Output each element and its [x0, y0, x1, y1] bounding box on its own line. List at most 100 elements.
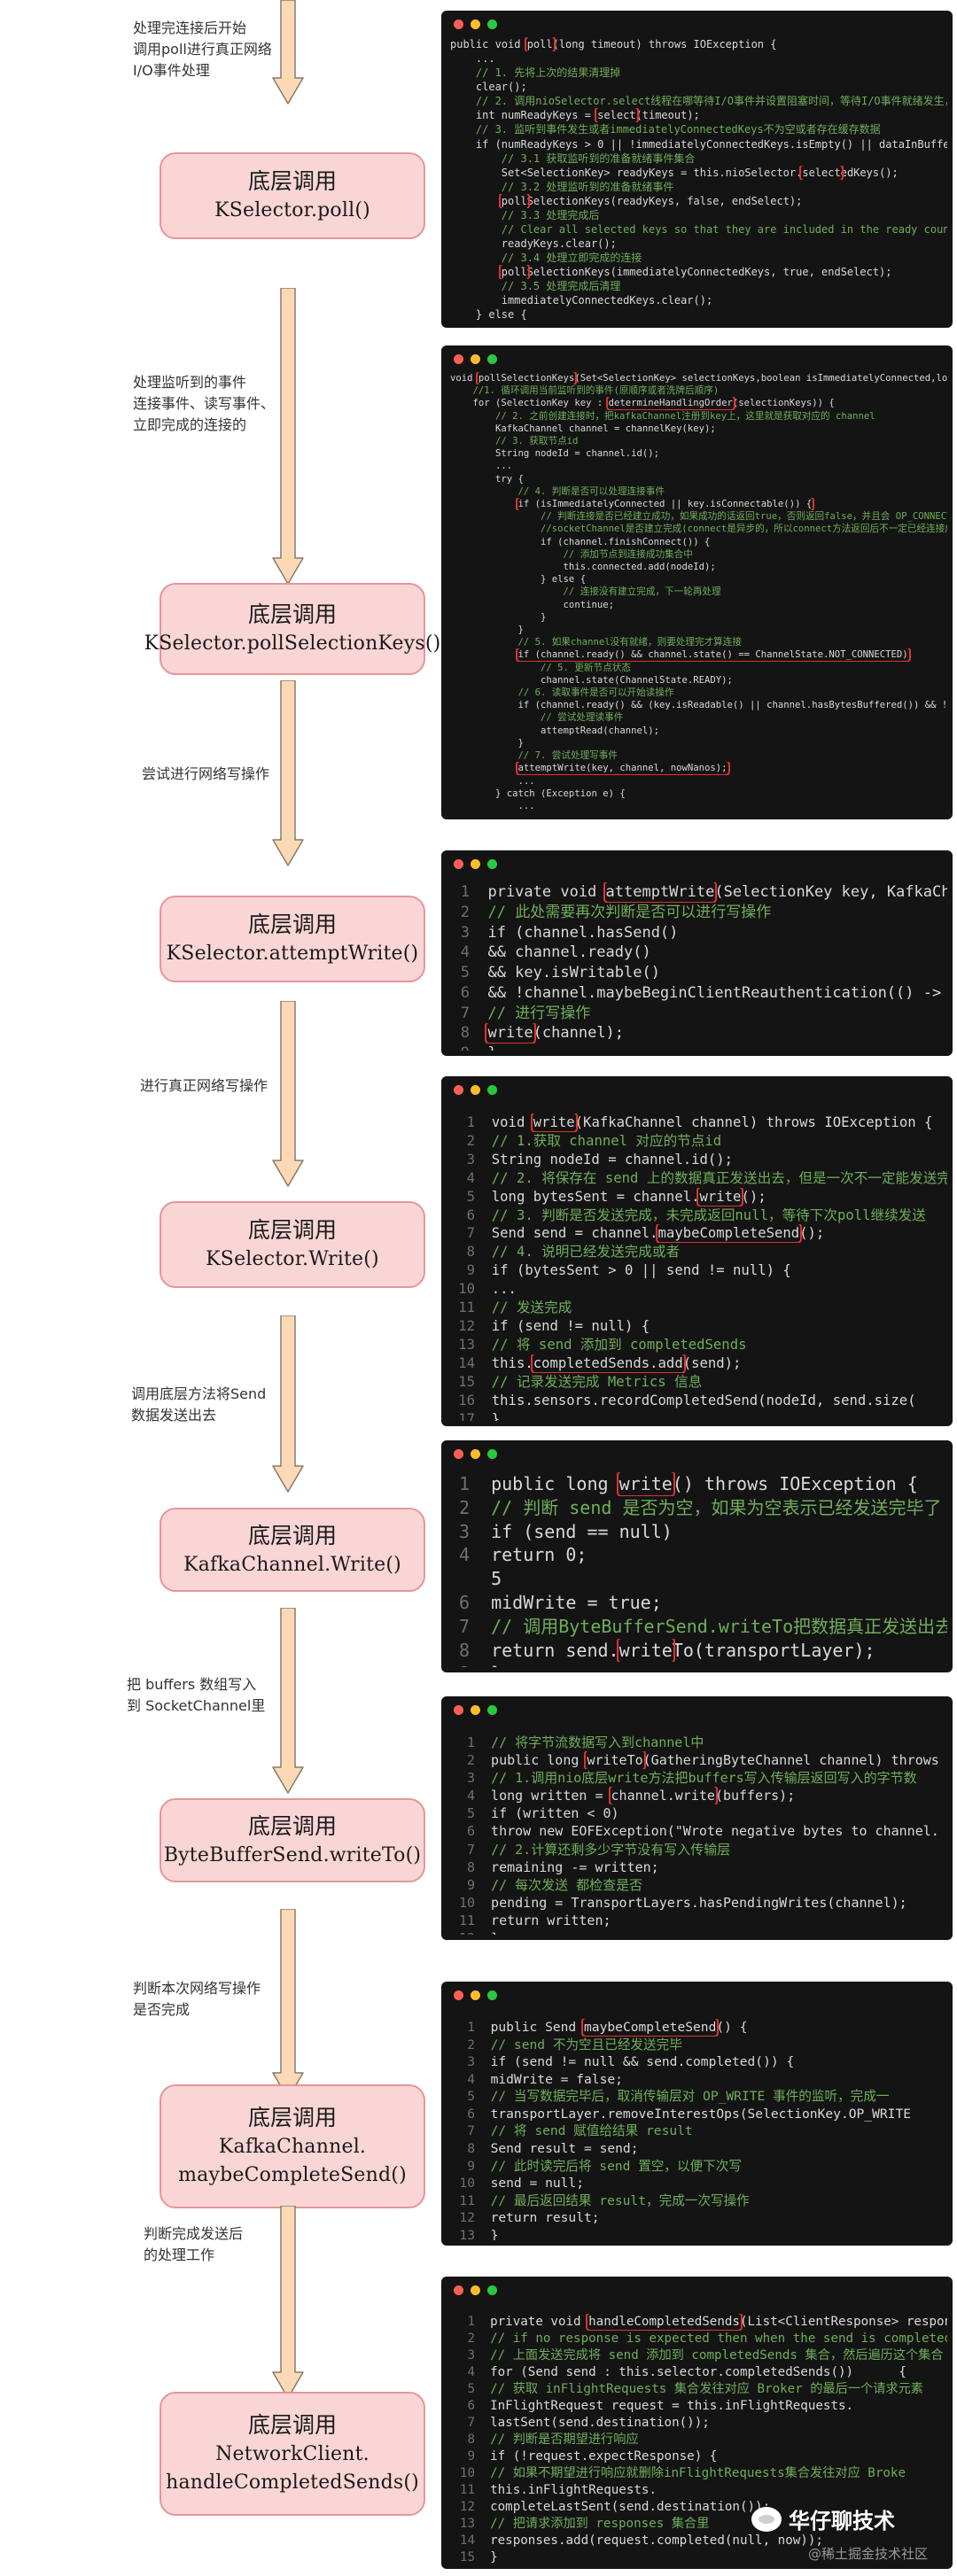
code-editor-panel: 1 public Send maybeCompleteSend() {2 // … — [441, 1982, 953, 2246]
code-line: 4 long written = channel.write(buffers); — [466, 1787, 796, 1805]
code-line: // 3. 获取节点id — [450, 436, 579, 447]
code-line: 4 return 0; — [458, 1544, 587, 1566]
code-line: } catch (Exception e) { — [450, 788, 626, 799]
window-controls — [454, 1990, 497, 2000]
code-line: //1. 循环调用当前监听到的事件(原顺序或者洗牌后顺序) — [450, 385, 720, 397]
minimize-dot-icon — [471, 354, 480, 364]
code-line: 1 void write(KafkaChannel channel) throw… — [466, 1113, 933, 1132]
code-line: // 5. 更新节点状态 — [450, 662, 631, 673]
code-line: 7 // 将 send 赋值给结果 result — [467, 2123, 693, 2139]
code-block: void pollSelectionKeys(Set<SelectionKey>… — [450, 372, 947, 814]
code-editor-panel: 1 private void attemptWrite(SelectionKey… — [441, 850, 953, 1056]
down-arrow-icon — [272, 1315, 304, 1493]
code-line: readyKeys.clear(); — [450, 237, 617, 251]
window-controls — [454, 354, 497, 364]
code-line: pollSelectionKeys(immediatelyConnectedKe… — [498, 265, 892, 280]
code-block: 1 void write(KafkaChannel channel) throw… — [450, 1113, 947, 1421]
code-line: 9 if (!request.expectResponse) { — [467, 2449, 718, 2464]
code-block: 1 public long write() throws IOException… — [450, 1472, 947, 1667]
code-line: // 7. 尝试处理写事件 — [450, 750, 618, 762]
code-line: // Clear all selected keys so that they … — [501, 223, 947, 237]
step-caption: 处理完连接后开始 调用poll进行真正网络 I/O事件处理 — [133, 19, 272, 79]
step-label: 底层调用 — [247, 1522, 337, 1548]
code-line: 5 // 当写数据完毕后，取消传输层对 OP_WRITE 事件的监听，完成一 — [467, 2089, 890, 2105]
step-caption: 判断本次网络写操作 是否完成 — [133, 1980, 261, 2018]
code-line: 11 return written; — [458, 1912, 611, 1928]
code-line: 12 return result; — [459, 2210, 600, 2226]
code-line: pollSelectionKeys(readyKeys, false, endS… — [498, 193, 803, 208]
code-line: clear(); — [450, 81, 527, 94]
code-line: ... — [450, 52, 495, 66]
watermark-sub: @稀土掘金技术社区 — [808, 2546, 929, 2562]
code-editor-panel: public void poll(long timeout) throws IO… — [441, 11, 953, 328]
code-line: 8 return send.writeTo(transportLayer); — [458, 1638, 875, 1663]
code-line: 7 Send send = channel.maybeCompleteSend(… — [466, 1224, 825, 1244]
code-line: for (SelectionKey key : determineHandlin… — [450, 397, 835, 410]
step-label: 底层调用 — [247, 912, 337, 937]
maximize-dot-icon — [487, 2285, 497, 2295]
code-line: 14 this.completedSends.add(send); — [458, 1354, 742, 1373]
code-line: 5 && key.isWritable() — [460, 964, 660, 982]
step-caption: 处理监听到的事件 连接事件、读写事件、 立即完成的连接的 — [133, 374, 276, 433]
code-line: 9 // 此时读完后将 send 置空，以便下次写 — [467, 2158, 742, 2174]
code-line: 16 this.sensors.recordCompletedSend(node… — [458, 1392, 916, 1408]
code-line: 12 completeLastSent(send.destination()); — [459, 2500, 771, 2515]
code-line: ... — [450, 461, 513, 472]
code-line: // 4. 判断是否可以处理连接事件 — [450, 485, 665, 497]
watermark: 华仔聊技术 — [751, 2503, 895, 2534]
code-line: String nodeId = channel.id(); — [450, 448, 659, 460]
code-line: if (channel.ready() && (key.isReadable()… — [517, 700, 947, 711]
code-line: // 3.3 处理完成后 — [450, 208, 600, 221]
code-line: 1 public long write() throws IOException… — [458, 1472, 918, 1496]
code-line: 2 // 判断 send 是否为空，如果为空表示已经发送完毕了 — [458, 1496, 942, 1518]
code-line: // 2. 调用nioSelector.select线程在哪等待I/O事件并设置… — [475, 95, 947, 108]
code-line: 3 // 1.调用nio底层write方法把buffers写入传输层返回写入的字… — [466, 1770, 917, 1787]
down-arrow-icon — [272, 1608, 304, 1794]
code-line: attemptRead(channel); — [450, 725, 659, 736]
code-line: } else { — [450, 574, 587, 586]
code-line: if (channel.finishConnect()) { — [450, 536, 711, 547]
code-line: immediatelyConnectedKeys.clear(); — [450, 294, 713, 307]
code-line: } else { — [450, 308, 527, 322]
down-arrow-icon — [272, 680, 304, 866]
code-line: 11 // 发送完成 — [458, 1300, 572, 1316]
code-line: ... — [450, 775, 535, 787]
code-line: 10 ... — [458, 1281, 517, 1298]
code-line: // 添加节点到连接成功集合中 — [450, 548, 693, 560]
code-line: 10 send = null; — [459, 2176, 585, 2192]
step-caption: 把 buffers 数组写入 到 SocketChannel里 — [127, 1676, 266, 1714]
code-line: 8 Send result = send; — [467, 2140, 639, 2156]
code-line: void pollSelectionKeys(Set<SelectionKey>… — [450, 372, 947, 385]
code-line: this.connected.add(nodeId); — [450, 562, 716, 573]
code-line: 9 // 每次发送 都检查是否 — [466, 1876, 643, 1893]
code-line: 9 } — [450, 1662, 947, 1667]
down-arrow-icon — [272, 2206, 304, 2399]
code-line: 6 throw new EOFException("Wrote negative… — [466, 1823, 939, 1840]
code-line: if (channel.ready() && channel.state() =… — [515, 648, 911, 662]
method-name: KSelector.Write() — [206, 1248, 379, 1270]
code-line: public void poll(long timeout) throws IO… — [450, 37, 777, 52]
window-controls — [454, 2285, 497, 2295]
code-line: 7 // 2.计算还剩多少字节没有写入传输层 — [466, 1841, 731, 1858]
code-line: 5 long bytesSent = channel.write(); — [466, 1187, 766, 1207]
code-line: 11 this.inFlightRequests. — [459, 2483, 657, 2498]
step-label: 底层调用 — [247, 2105, 337, 2130]
code-line: 6 && !channel.maybeBeginClientReauthenti… — [460, 983, 947, 1002]
code-line: 8 // 判断是否期望进行响应 — [467, 2432, 639, 2448]
code-line: 6 InFlightRequest request = this.inFligh… — [467, 2399, 854, 2414]
minimize-dot-icon — [471, 19, 480, 29]
code-line: // 3.2 处理监听到的准备就绪事件 — [450, 180, 674, 193]
code-line: 5 — [470, 1568, 502, 1590]
down-arrow-icon — [272, 1909, 304, 2099]
step-caption: 调用底层方法将Send 数据发送出去 — [131, 1385, 267, 1424]
code-line: KafkaChannel channel = channelKey(key); — [450, 423, 716, 434]
code-line: } — [450, 737, 524, 749]
code-line: //socketChannel是否建立完成(connect是异步的，所以conn… — [450, 524, 947, 535]
close-dot-icon — [454, 1449, 463, 1459]
down-arrow-icon — [272, 0, 304, 105]
code-line: ... — [450, 800, 535, 811]
